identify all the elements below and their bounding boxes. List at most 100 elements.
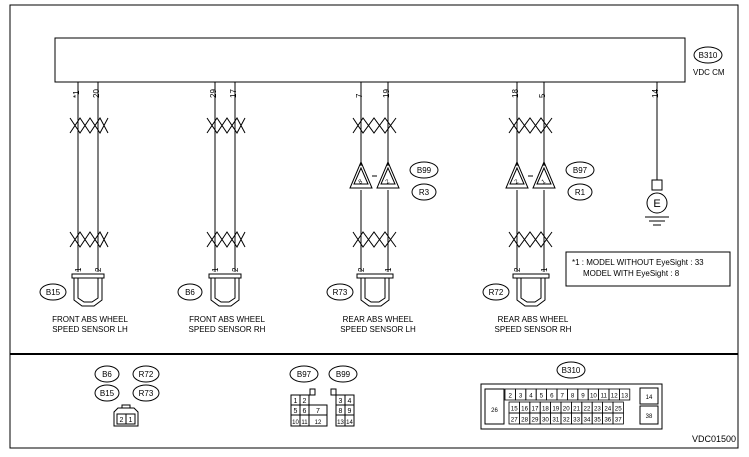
junction-pin: 8 — [358, 179, 364, 186]
view-pin: 1 — [129, 417, 133, 424]
sensor-pin: 1 — [74, 267, 83, 272]
note-line2: MODEL WITH EyeSight : 8 — [583, 269, 680, 278]
pin-label: *1 — [72, 90, 81, 98]
view-pin: 4 — [348, 398, 352, 405]
view-label: R72 — [139, 370, 154, 379]
ground-symbol: E — [645, 179, 669, 226]
sensor-connector-view: B6 R72 B15 R73 2 1 — [94, 365, 160, 427]
view-pin: 2 — [303, 398, 307, 405]
pin-cell — [612, 412, 624, 425]
sensor-pin: 2 — [513, 267, 522, 272]
note-line1: *1 : MODEL WITHOUT EyeSight : 33 — [572, 258, 704, 267]
view-pin: 23 — [594, 405, 601, 412]
pin-label: 7 — [355, 93, 364, 98]
view-pin: 12 — [315, 420, 322, 426]
view-pin: 21 — [573, 405, 580, 412]
pin-label: 5 — [538, 93, 547, 98]
twisted-pair-marks — [69, 117, 553, 248]
view-pin: 2 — [508, 392, 512, 399]
view-pin: 10 — [590, 392, 597, 399]
view-pin: 3 — [339, 398, 343, 405]
view-pin: 7 — [560, 392, 564, 399]
junction-pin: 2 — [385, 179, 391, 186]
view-pin: 14 — [646, 395, 653, 401]
view-pin: 2 — [120, 417, 124, 424]
view-pin: 11 — [601, 392, 608, 399]
sensor-label-2: SPEED SENSOR LH — [340, 325, 416, 334]
view-pin: 6 — [550, 392, 554, 399]
junction-pin: 2 — [514, 179, 520, 186]
sensor-label-2: SPEED SENSOR RH — [189, 325, 266, 334]
view-pin: 13 — [337, 420, 344, 426]
junction-bottom-id: R1 — [575, 188, 586, 197]
sensor-pin: 1 — [211, 267, 220, 272]
ground-label: E — [653, 198, 660, 210]
view-label: B310 — [562, 366, 581, 375]
view-pin: 10 — [292, 420, 299, 426]
view-pin: 36 — [604, 416, 611, 423]
view-pin: 8 — [571, 392, 575, 399]
view-label: B99 — [336, 370, 351, 379]
view-pin: 29 — [532, 416, 539, 423]
view-pin: 11 — [301, 420, 308, 426]
view-pin: 37 — [615, 416, 622, 423]
sensor-rear-lh: 2 1 R73 REAR ABS WHEEL SPEED SENSOR LH — [326, 267, 416, 334]
sensor-label-2: SPEED SENSOR LH — [52, 325, 128, 334]
view-pin: 14 — [346, 420, 353, 426]
view-pin: 34 — [584, 416, 591, 423]
junction-pin: 1 — [541, 179, 547, 186]
sensor-pin: 1 — [540, 267, 549, 272]
view-pin: 6 — [303, 408, 307, 415]
view-pin: 13 — [621, 392, 628, 399]
sensor-label-2: SPEED SENSOR RH — [495, 325, 572, 334]
view-pin: 31 — [552, 416, 559, 423]
sensor-connector-id: B6 — [185, 288, 195, 297]
view-label: B6 — [102, 370, 112, 379]
view-pin: 15 — [511, 405, 518, 412]
view-label: R73 — [139, 389, 154, 398]
view-pin: 19 — [552, 405, 559, 412]
view-pin: 17 — [532, 405, 539, 412]
view-pin: 18 — [542, 405, 549, 412]
vdc-cm-box — [54, 37, 686, 83]
module-name: VDC CM — [693, 68, 725, 77]
junction-b97-r1: 2 1 B97 R1 — [505, 160, 595, 201]
junction-bottom-id: R3 — [419, 188, 430, 197]
sensor-label-1: FRONT ABS WHEEL — [189, 315, 265, 324]
sensor-label-1: REAR ABS WHEEL — [343, 315, 414, 324]
sensor-pin: 2 — [357, 267, 366, 272]
sensor-connector-id: B15 — [46, 288, 61, 297]
view-pin: 12 — [611, 392, 618, 399]
wires — [77, 82, 658, 272]
junction-b99-r3: 8 2 B99 R3 — [349, 160, 439, 201]
view-pin: 3 — [519, 392, 523, 399]
view-pin: 4 — [529, 392, 533, 399]
view-pin: 33 — [573, 416, 580, 423]
sensor-label-1: REAR ABS WHEEL — [498, 315, 569, 324]
pin-label: 29 — [209, 89, 218, 98]
pin-label: 14 — [651, 89, 660, 98]
junction-top-id: B97 — [573, 166, 588, 175]
view-label: B97 — [297, 370, 312, 379]
sensor-pin: 2 — [94, 267, 103, 272]
view-pin: 24 — [604, 405, 611, 412]
view-pin: 9 — [348, 408, 352, 415]
sensor-rear-rh: 2 1 R72 REAR ABS WHEEL SPEED SENSOR RH — [482, 267, 572, 334]
view-pin: 1 — [294, 398, 298, 405]
outer-frame — [9, 4, 739, 449]
junction-top-id: B99 — [417, 166, 432, 175]
view-pin: 30 — [542, 416, 549, 423]
module-connector-id: B310 — [699, 51, 718, 60]
view-pin: 27 — [511, 416, 518, 423]
view-pin: 5 — [294, 408, 298, 415]
view-label: B15 — [100, 389, 115, 398]
view-pin: 35 — [594, 416, 601, 423]
sensor-front-lh: 1 2 B15 FRONT ABS WHEEL SPEED SENSOR LH — [39, 267, 128, 334]
view-pin: 28 — [521, 416, 528, 423]
view-pin: 25 — [615, 405, 622, 412]
view-pin: 38 — [646, 414, 653, 420]
sensor-connector-id: R72 — [489, 288, 504, 297]
view-pin: 26 — [491, 408, 498, 414]
